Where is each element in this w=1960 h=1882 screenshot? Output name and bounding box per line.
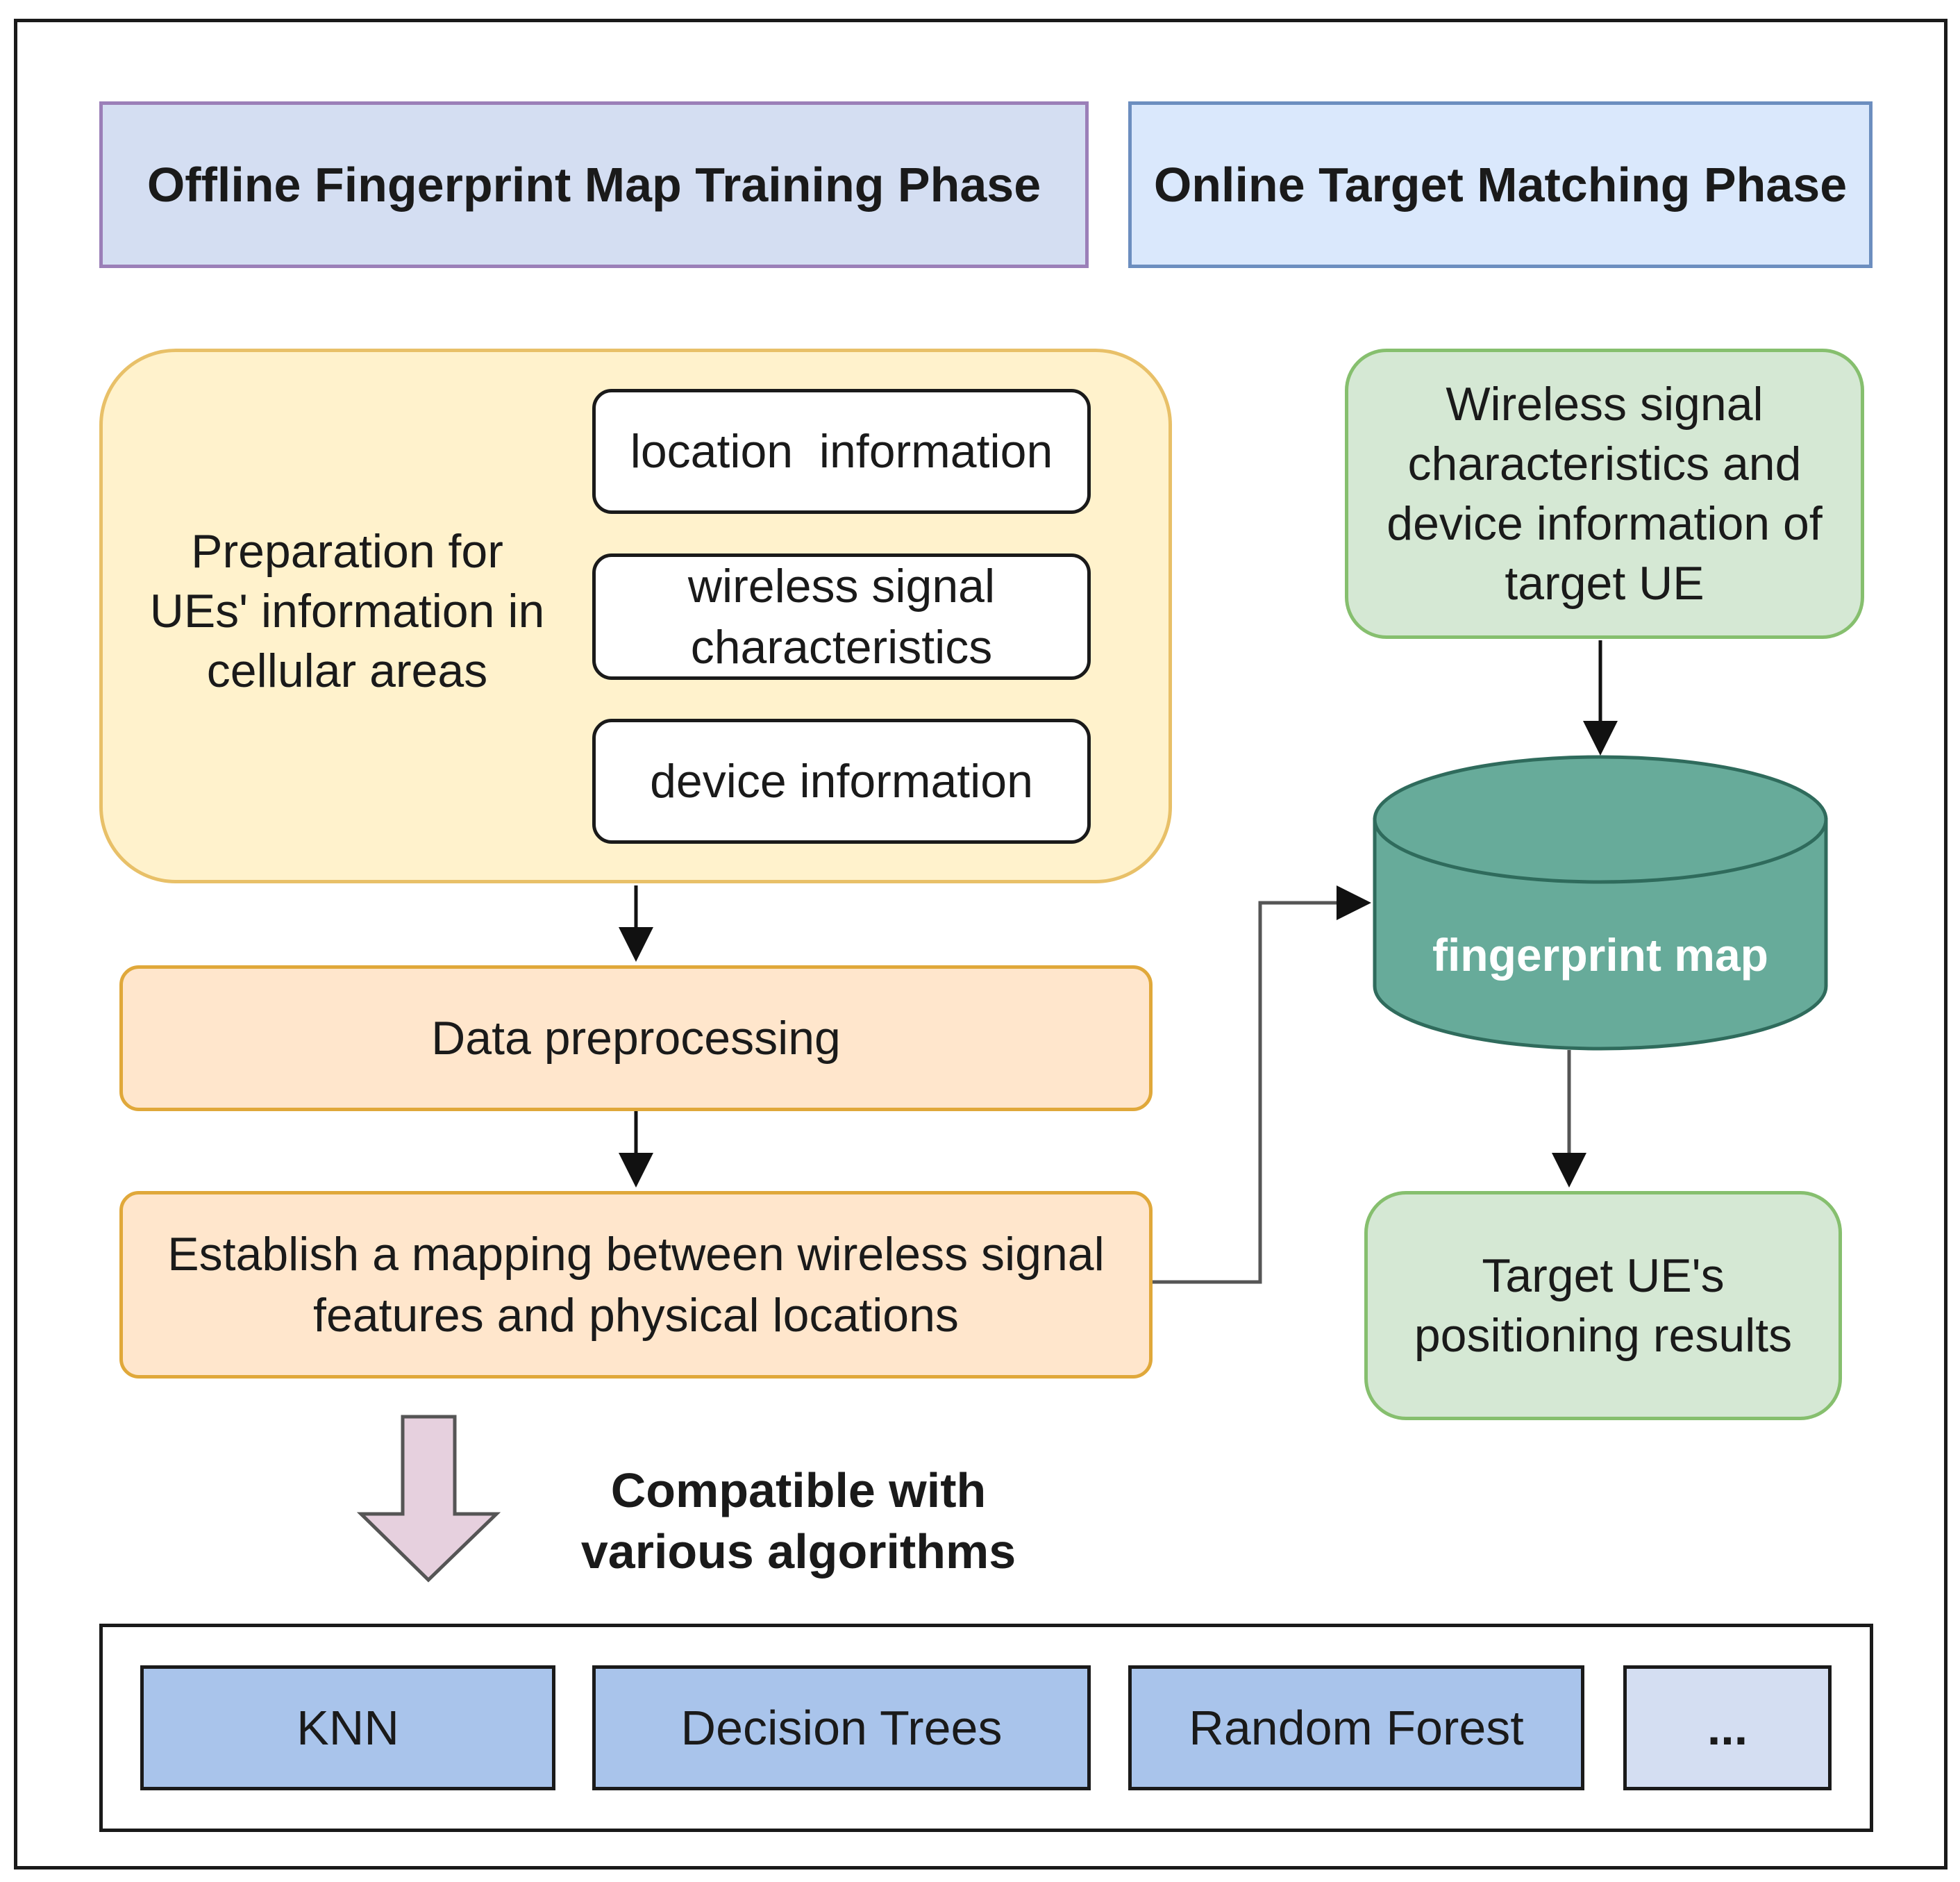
algorithm-knn: KNN [140, 1665, 555, 1790]
data-preprocessing-step: Data preprocessing [119, 965, 1153, 1111]
large-down-arrow-icon [356, 1415, 501, 1583]
diagram-frame [14, 19, 1948, 1869]
positioning-results-box: Target UE's positioning results [1364, 1191, 1842, 1420]
location-information-box: location information [592, 389, 1091, 514]
algorithm-random-forest: Random Forest [1128, 1665, 1584, 1790]
arrow-mapping-to-database [1153, 885, 1371, 1284]
preparation-label: Preparation for UEs' information in cell… [149, 525, 545, 697]
algorithm-more: ... [1623, 1665, 1832, 1790]
fingerprint-map-label: fingerprint map [1432, 929, 1768, 981]
algorithm-decision-trees: Decision Trees [592, 1665, 1091, 1790]
device-information-box: device information [592, 719, 1091, 844]
wireless-signal-characteristics-box: wireless signal characteristics [592, 553, 1091, 680]
target-ue-input-box: Wireless signal characteristics and devi… [1345, 349, 1864, 639]
compatible-algorithms-label: Compatible with various algorithms [580, 1463, 1016, 1579]
establish-mapping-step: Establish a mapping between wireless sig… [119, 1191, 1153, 1379]
online-phase-header: Online Target Matching Phase [1128, 101, 1873, 268]
fingerprint-map-database-icon [1373, 755, 1828, 1051]
offline-phase-header: Offline Fingerprint Map Training Phase [99, 101, 1089, 268]
